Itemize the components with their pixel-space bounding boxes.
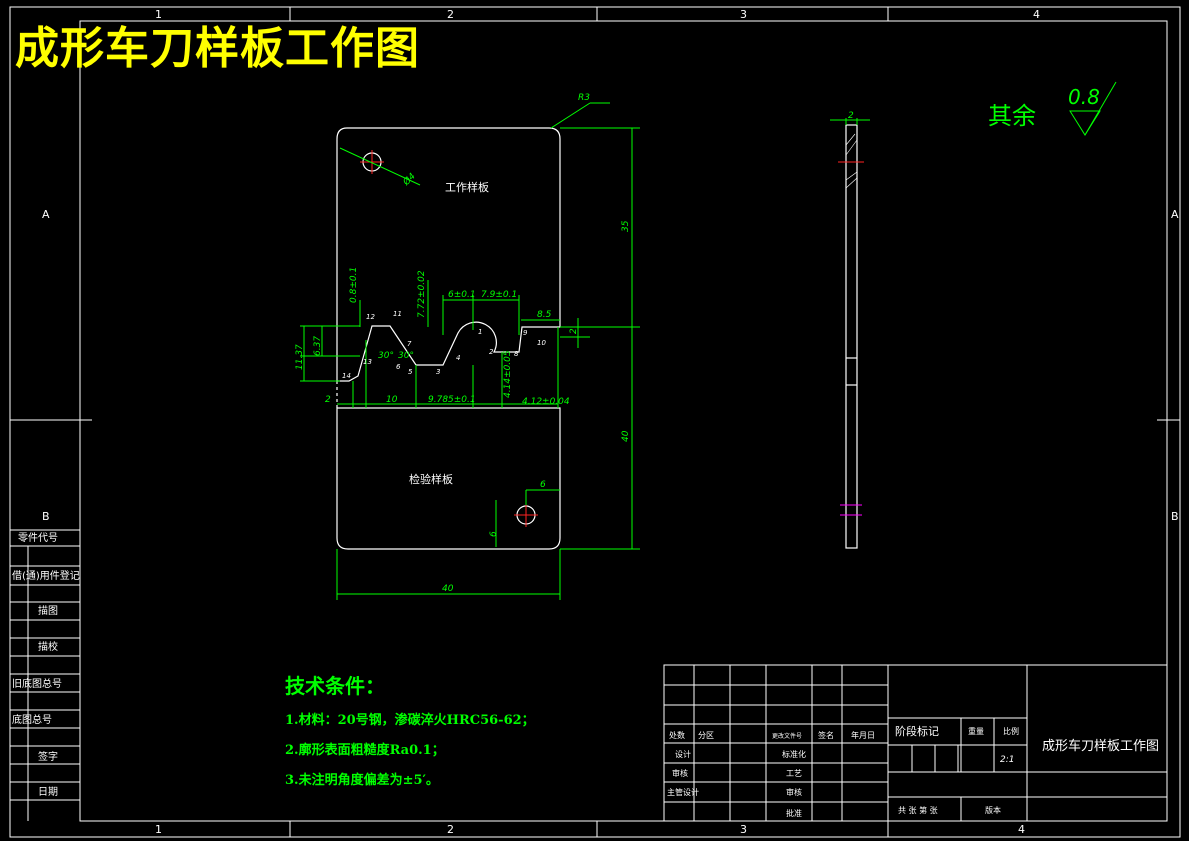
- page-title: 成形车刀样板工作图: [15, 23, 420, 74]
- side-letter-a-left: A: [42, 208, 50, 221]
- tb-label-process: 工艺: [786, 769, 802, 778]
- point-14: 14: [342, 372, 351, 380]
- left-label-old-number: 旧底图总号: [12, 677, 62, 690]
- point-3: 3: [436, 368, 440, 376]
- top-number-3: 3: [740, 8, 747, 21]
- dim-637: 6.37: [313, 336, 323, 356]
- center-lines: [360, 150, 864, 527]
- point-6: 6: [396, 363, 401, 371]
- tb-label-date: 年月日: [851, 730, 875, 740]
- dim-40-horizontal: 40: [442, 584, 454, 594]
- side-letter-b-left: B: [42, 510, 50, 523]
- dim-hole: Ø4: [400, 171, 418, 189]
- point-9: 9: [523, 329, 528, 337]
- tb-stage-mark: 阶段标记: [895, 724, 939, 738]
- dim-angle-30b: 30°: [398, 351, 414, 361]
- point-13: 13: [363, 358, 372, 366]
- side-letter-b-right: B: [1171, 510, 1179, 523]
- dim-4124: 4.12±0.04: [522, 397, 570, 407]
- left-label-sign: 签字: [38, 750, 58, 763]
- roughness-value: 0.8: [1068, 85, 1100, 109]
- dim-1137: 11.37: [295, 344, 305, 370]
- point-4: 4: [456, 354, 460, 362]
- side-view-marks: [840, 504, 862, 516]
- left-label-trace: 描图: [38, 604, 58, 617]
- tb-label-count: 处数: [669, 730, 685, 740]
- tb-label-design: 设计: [675, 749, 691, 759]
- dim-10: 10: [386, 395, 398, 405]
- point-7: 7: [407, 340, 412, 348]
- tech-line-1: 1.材料：20号钢，渗碳淬火HRC56-62；: [285, 713, 535, 728]
- dim-9785: 9.785±0.1: [428, 395, 476, 405]
- dim-2-thickness: 2: [848, 111, 854, 121]
- dim-2-bottom: 2: [325, 395, 331, 405]
- point-8: 8: [514, 350, 519, 358]
- dim-414: 4.14±0.05: [503, 350, 513, 398]
- tb-version: 版本: [985, 805, 1001, 815]
- tb-scale-value: 2:1: [1000, 755, 1014, 765]
- top-number-1: 1: [155, 8, 162, 21]
- dim-772: 7.72±0.02: [417, 270, 427, 318]
- technical-requirements: 技术条件： 1.材料：20号钢，渗碳淬火HRC56-62； 2.廓形表面粗糙度R…: [285, 670, 535, 799]
- tb-sheets: 共 张 第 张: [898, 805, 938, 815]
- label-work-template: 工作样板: [445, 180, 489, 194]
- point-1: 1: [478, 328, 482, 336]
- frame: [9, 6, 1181, 838]
- left-label-base-number: 底图总号: [12, 713, 52, 726]
- tech-heading: 技术条件：: [285, 674, 385, 698]
- tb-label-approve: 批准: [786, 808, 802, 818]
- roughness-label: 其余: [988, 102, 1036, 130]
- left-label-date: 日期: [38, 786, 58, 798]
- point-10: 10: [537, 339, 546, 347]
- tb-weight: 重量: [968, 726, 984, 736]
- dimension-lines: [300, 81, 1117, 600]
- dim-40-vertical: 40: [621, 430, 631, 442]
- side-view-hatch: [845, 133, 858, 189]
- left-label-register: 借(通)用件登记: [12, 569, 80, 582]
- point-5: 5: [408, 368, 413, 376]
- side-letter-a-right: A: [1171, 208, 1179, 221]
- bottom-number-2: 2: [447, 823, 454, 836]
- tb-label-zone: 分区: [698, 731, 714, 740]
- left-label-trace-check: 描校: [38, 640, 58, 653]
- dim-angle-30a: 30°: [378, 351, 394, 361]
- point-12: 12: [366, 313, 375, 321]
- dim-6-horizontal: 6±0.1: [448, 290, 476, 300]
- bottom-number-4: 4: [1018, 823, 1025, 836]
- top-number-2: 2: [447, 8, 454, 21]
- tb-drawing-name: 成形车刀样板工作图: [1042, 738, 1159, 754]
- dim-85: 8.5: [537, 310, 552, 320]
- left-label-part-code: 零件代号: [18, 532, 58, 544]
- tech-line-3: 3.未注明角度偏差为±5′。: [285, 773, 439, 788]
- tb-scale-label: 比例: [1003, 726, 1019, 736]
- dim-79: 7.9±0.1: [481, 290, 517, 300]
- bottom-number-3: 3: [740, 823, 747, 836]
- point-2: 2: [489, 348, 494, 356]
- dim-35: 35: [621, 220, 631, 232]
- tb-label-signature: 签名: [818, 730, 834, 740]
- dim-r3: R3: [578, 93, 590, 103]
- bottom-number-1: 1: [155, 823, 162, 836]
- dim-6-side: 6: [489, 531, 499, 537]
- top-number-4: 4: [1033, 8, 1040, 21]
- title-block: [663, 664, 1168, 822]
- tb-label-change-doc: 更改文件号: [772, 732, 802, 740]
- tb-label-review: 审核: [672, 768, 688, 778]
- tech-line-2: 2.廓形表面粗糙度Ra0.1；: [285, 743, 445, 758]
- tb-label-audit: 审核: [786, 787, 802, 797]
- tb-label-chief: 主管设计: [667, 787, 699, 797]
- tb-label-standard: 标准化: [782, 749, 806, 759]
- label-check-template: 检验样板: [409, 472, 453, 486]
- dim-2-side: 2: [569, 328, 579, 334]
- dim-6-top: 6: [540, 480, 546, 490]
- dim-08: 0.8±0.1: [349, 267, 359, 303]
- point-11: 11: [393, 310, 402, 318]
